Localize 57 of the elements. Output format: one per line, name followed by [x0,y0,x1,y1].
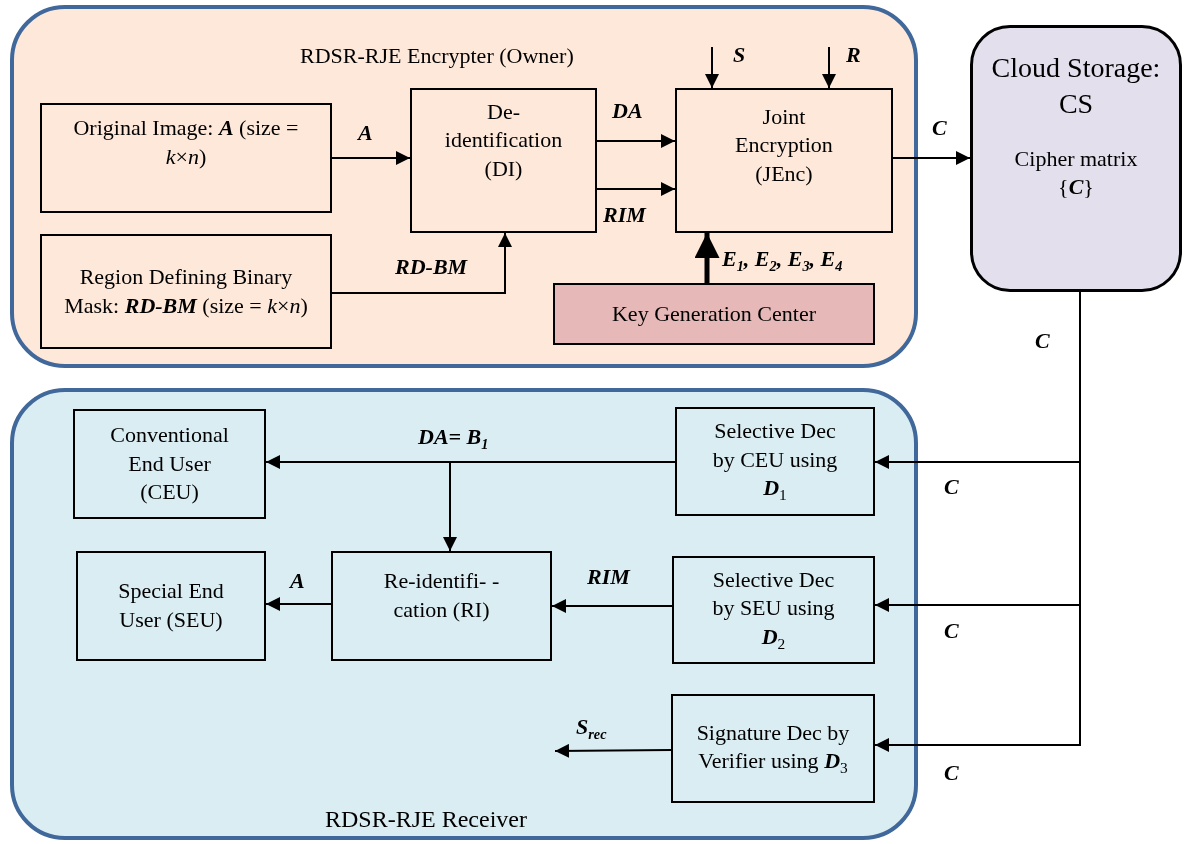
panel-title: RDSR-RJE Receiver [324,805,528,834]
process-box [76,551,266,661]
edge-label: RD-BM [395,256,468,278]
edge-label: C [944,762,959,784]
arrow [265,597,332,611]
panel-title: RDSR-RJE Encrypter (Owner) [299,42,575,70]
process-box [675,407,875,516]
node-label: Selective Dec by CEU using D$_{1}$ [711,417,839,506]
edge-label: DA= B$_{1}$ [418,426,489,452]
edge-label: S$_{rec}$ [576,716,607,742]
node-label: Original Image: A (size = k×n) [72,114,300,171]
arrow [596,182,676,196]
edge-label: RIM [603,204,646,226]
process-box [410,88,597,233]
node-text: Cipher matrix {C} [1013,144,1139,202]
edge-label: C [944,476,959,498]
edge-label: C [944,620,959,642]
node-label: Special End User (SEU) [117,577,225,634]
process-box [73,409,266,519]
storage-box [970,25,1182,292]
node-label: Conventional End User (CEU) [109,421,230,507]
process-box [672,556,875,664]
arrow [596,134,676,148]
edge-label: A [290,570,305,592]
node-label: De-identification (DI) [443,97,564,183]
signal-label: C [1035,330,1050,352]
edge-label: R [846,44,861,66]
edge-label: C [932,117,947,139]
node-label: Joint Encryption (JEnc) [734,102,834,188]
node-label: Region Defining Binary Mask: RD-BM (size = k×n) [63,262,309,320]
panel-background [10,5,918,368]
panel-background [10,388,918,840]
arrow [694,233,720,283]
process-box [675,88,893,233]
arrow [551,599,673,613]
process-box [40,103,332,213]
arrow [554,743,672,758]
process-box [40,234,332,349]
node-label: Key Generation Center [611,299,817,328]
arrow [892,151,971,165]
arrow [822,46,836,89]
edge-label: RIM [587,566,630,588]
arrow [705,46,719,89]
process-box [553,283,875,345]
node-label: Signature Dec by Verifier using D$_{3}$ [695,718,851,779]
process-box [331,551,552,661]
node-label: Re-identifi- -cation (RI) [382,567,501,624]
process-box [671,694,875,803]
edge-label: DA [612,100,643,122]
edge-label: E$_{1}$, E$_{2}$, E$_{3}$, E$_{4}$ [722,248,843,274]
arrow [443,461,676,552]
edge-label: S [733,44,746,66]
node-label: Selective Dec by SEU using D$_{2}$ [711,565,836,655]
arrow [331,151,411,165]
node-label: Cloud Storage: CS [990,51,1162,122]
edge-label: A [358,122,373,144]
arrow [331,232,512,294]
